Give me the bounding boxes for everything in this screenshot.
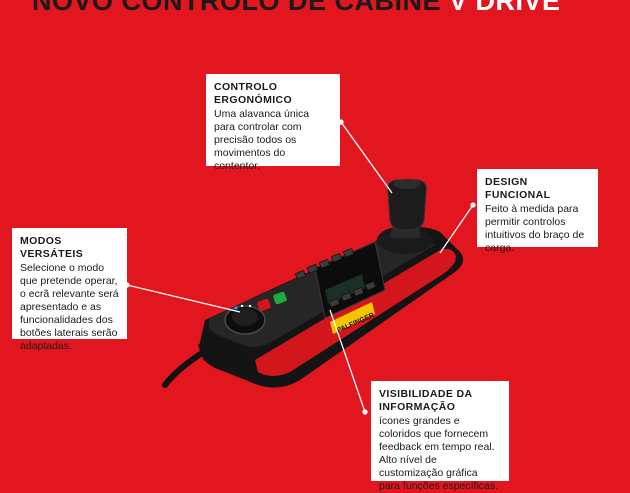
mode-indicator-led — [234, 306, 238, 310]
callout-title: MODOS VERSÁTEIS — [20, 235, 84, 260]
callout-title: DESIGN FUNCIONAL — [485, 176, 551, 201]
callout-ergonomic-control: CONTROLO ERGONÓMICO Uma alavanca única p… — [206, 74, 340, 172]
cable-plug — [198, 337, 224, 361]
callout-body: Selecione o modo que pretende operar, o … — [20, 262, 119, 352]
mode-selector-knob — [232, 308, 258, 326]
side-buttons-right — [328, 280, 377, 308]
leader-lines — [124, 119, 476, 415]
headline-main: NOVO CONTROLO DE CABINE — [32, 0, 442, 16]
controller-illustration: PALFINGER — [124, 119, 476, 415]
page-headline: NOVO CONTROLO DE CABINE V DRIVE — [32, 0, 561, 16]
headline-product: V DRIVE — [449, 0, 561, 16]
callout-body: Uma alavanca única para controlar com pr… — [214, 108, 310, 172]
callout-body: ícones grandes e coloridos que fornecem … — [379, 415, 499, 492]
callout-body: Feito à medida para permitir controlos i… — [485, 203, 585, 254]
display-icon-area — [325, 274, 365, 304]
callout-title: VISIBILIDADE DA INFORMAÇÃO — [379, 388, 473, 413]
callout-title: CONTROLO ERGONÓMICO — [214, 81, 293, 106]
callout-versatile-modes: MODOS VERSÁTEIS Selecione o modo que pre… — [12, 228, 127, 352]
red-button — [257, 298, 271, 312]
side-buttons-left — [294, 247, 355, 280]
joystick-grip — [387, 179, 427, 231]
callout-information-visibility: VISIBILIDADE DA INFORMAÇÃO ícones grande… — [371, 381, 509, 492]
green-button — [273, 291, 287, 305]
callout-functional-design: DESIGN FUNCIONAL Feito à medida para per… — [477, 169, 598, 254]
